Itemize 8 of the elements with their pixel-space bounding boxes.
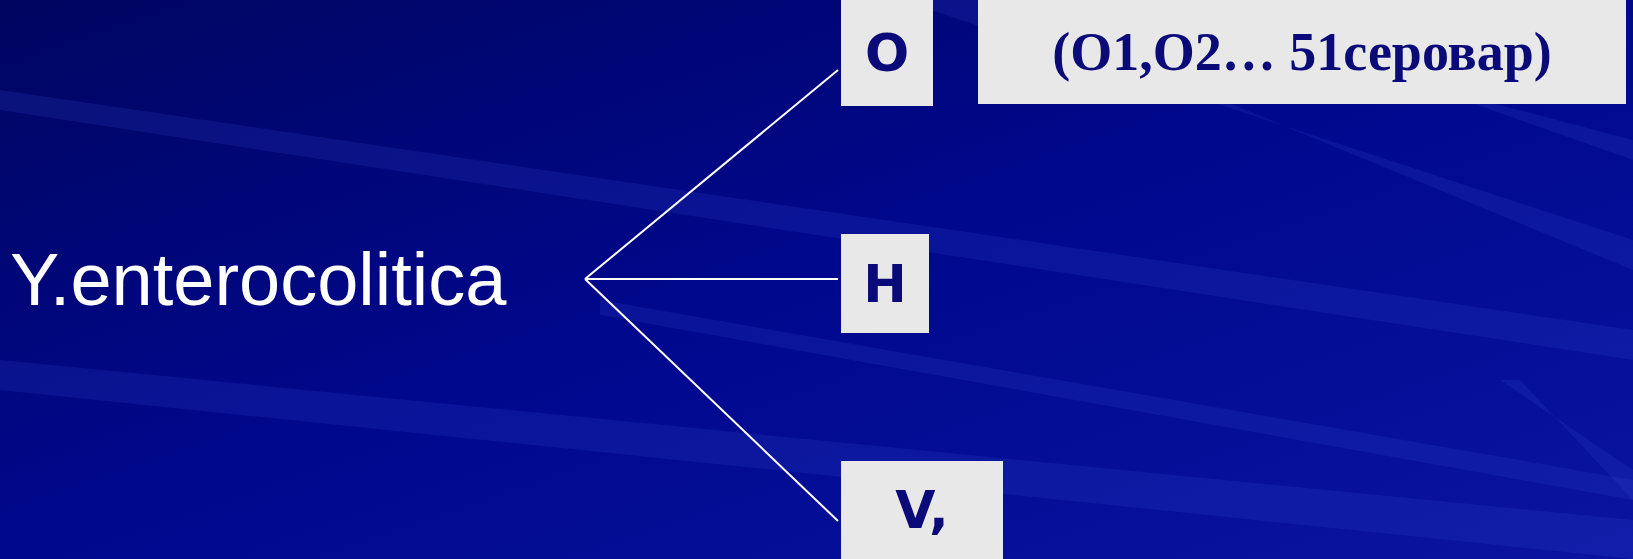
antigen-box: V, [841,461,1003,559]
connector-line [584,69,839,280]
connector-line [584,278,839,522]
serovar-box: (O1,O2… 51серовар) [978,0,1626,104]
antigen-box: H [841,234,929,333]
connector-line [584,278,839,280]
species-name: Y.enterocolitica [10,229,585,329]
antigen-box: O [841,0,933,106]
